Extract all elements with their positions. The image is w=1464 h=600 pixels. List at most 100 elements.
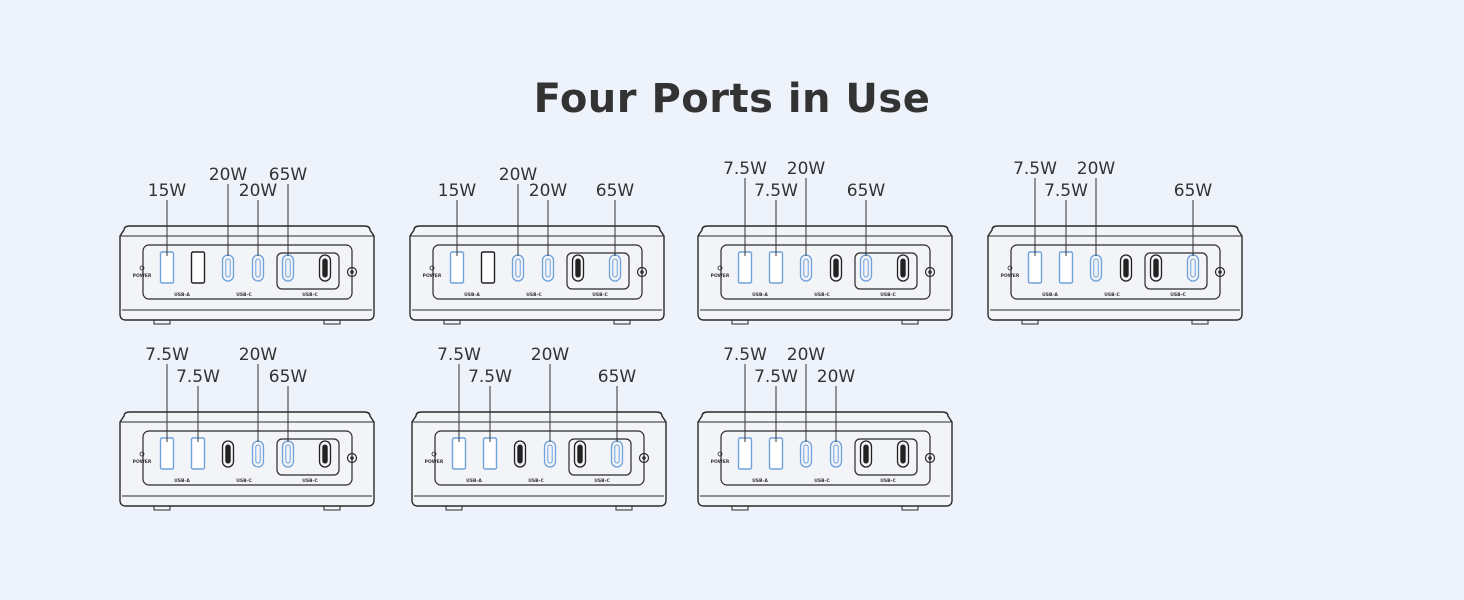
wattage-label: 20W	[1077, 159, 1116, 179]
usb-a-1-port	[449, 251, 465, 284]
usb-c-group-label: USB-C	[302, 292, 318, 298]
usb-c-1-port-tongue	[803, 258, 809, 278]
usb-c-3-port-tongue	[863, 258, 869, 278]
power-led	[431, 451, 437, 457]
wattage-label: 65W	[847, 181, 886, 201]
power-led	[717, 451, 723, 457]
reset-button-icon	[924, 266, 936, 278]
usb-c-1-port	[221, 440, 235, 468]
device-foot	[153, 505, 171, 511]
usb-c-group-box	[276, 438, 340, 476]
device-foot	[323, 505, 341, 511]
device-body	[697, 411, 953, 507]
wattage-label: 20W	[499, 165, 538, 185]
usb-a-1-port	[451, 437, 467, 470]
usb-c-1-port-tongue	[515, 258, 521, 278]
usb-c-label: USB-C	[236, 478, 252, 484]
usb-c-4-port-tongue	[900, 444, 906, 464]
usb-c-label: USB-C	[814, 478, 830, 484]
reset-button-icon	[346, 266, 358, 278]
wattage-label: 20W	[239, 181, 278, 201]
usb-c-4-port	[896, 254, 910, 282]
usb-a-2-port	[190, 251, 206, 284]
usb-a-2-port	[768, 437, 784, 470]
wattage-label: 65W	[269, 165, 308, 185]
reset-button-dot	[350, 456, 354, 460]
wattage-label: 7.5W	[754, 181, 798, 201]
usb-a-label: USB-A	[464, 292, 480, 298]
device-foot	[1021, 319, 1039, 325]
usb-a-label: USB-A	[752, 478, 768, 484]
usb-c-1-port	[513, 440, 527, 468]
power-label: POWER	[711, 273, 730, 279]
wattage-label: 7.5W	[1013, 159, 1057, 179]
wattage-label: 20W	[239, 345, 278, 365]
usb-c-label: USB-C	[1104, 292, 1120, 298]
device-foot	[445, 505, 463, 511]
usb-c-4-port-tongue	[322, 258, 328, 278]
wattage-label: 20W	[787, 159, 826, 179]
usb-c-3-port	[1149, 254, 1163, 282]
device-foot	[731, 505, 749, 511]
usb-c-4-port	[318, 254, 332, 282]
device-foot	[323, 319, 341, 325]
usb-a-2-port	[190, 437, 206, 470]
usb-c-3-port-tongue	[285, 444, 291, 464]
usb-c-1-port-tongue	[517, 444, 523, 464]
power-label: POWER	[133, 273, 152, 279]
usb-c-group-box	[276, 252, 340, 290]
device-foot	[443, 319, 461, 325]
usb-c-1-port-tongue	[225, 258, 231, 278]
usb-c-3-port-tongue	[863, 444, 869, 464]
wattage-label: 7.5W	[1044, 181, 1088, 201]
power-label: POWER	[423, 273, 442, 279]
device-body	[409, 225, 665, 321]
power-label: POWER	[711, 459, 730, 465]
usb-c-1-port-tongue	[1093, 258, 1099, 278]
usb-c-4-port-tongue	[614, 444, 620, 464]
usb-c-2-port-tongue	[255, 258, 261, 278]
reset-button-dot	[1218, 270, 1222, 274]
wattage-label: 7.5W	[723, 345, 767, 365]
reset-button-icon	[1214, 266, 1226, 278]
usb-c-2-port-tongue	[833, 258, 839, 278]
wattage-label: 65W	[596, 181, 635, 201]
device-foot	[153, 319, 171, 325]
usb-c-group-label: USB-C	[880, 478, 896, 484]
usb-c-2-port	[1119, 254, 1133, 282]
usb-a-label: USB-A	[466, 478, 482, 484]
usb-c-group-box	[568, 438, 632, 476]
wattage-label: 65W	[269, 367, 308, 387]
wattage-label: 7.5W	[176, 367, 220, 387]
device-foot	[1191, 319, 1209, 325]
usb-c-label: USB-C	[236, 292, 252, 298]
usb-a-1-port	[737, 251, 753, 284]
wattage-label: 7.5W	[145, 345, 189, 365]
usb-a-label: USB-A	[752, 292, 768, 298]
usb-a-label: USB-A	[174, 292, 190, 298]
device-body	[411, 411, 667, 507]
wattage-label: 20W	[531, 345, 570, 365]
usb-c-1-port-tongue	[225, 444, 231, 464]
usb-c-2-port-tongue	[1123, 258, 1129, 278]
wattage-label: 7.5W	[754, 367, 798, 387]
device-body	[119, 225, 375, 321]
usb-c-label: USB-C	[814, 292, 830, 298]
wattage-label: 20W	[209, 165, 248, 185]
usb-a-2-port	[768, 251, 784, 284]
usb-c-2-port-tongue	[545, 258, 551, 278]
usb-c-group-box	[1144, 252, 1208, 290]
usb-c-group-box	[854, 438, 918, 476]
wattage-label: 15W	[148, 181, 187, 201]
usb-c-2-port-tongue	[547, 444, 553, 464]
usb-a-2-port	[1058, 251, 1074, 284]
usb-c-group-label: USB-C	[302, 478, 318, 484]
usb-a-label: USB-A	[1042, 292, 1058, 298]
usb-c-4-port-tongue	[322, 444, 328, 464]
device-foot	[615, 505, 633, 511]
